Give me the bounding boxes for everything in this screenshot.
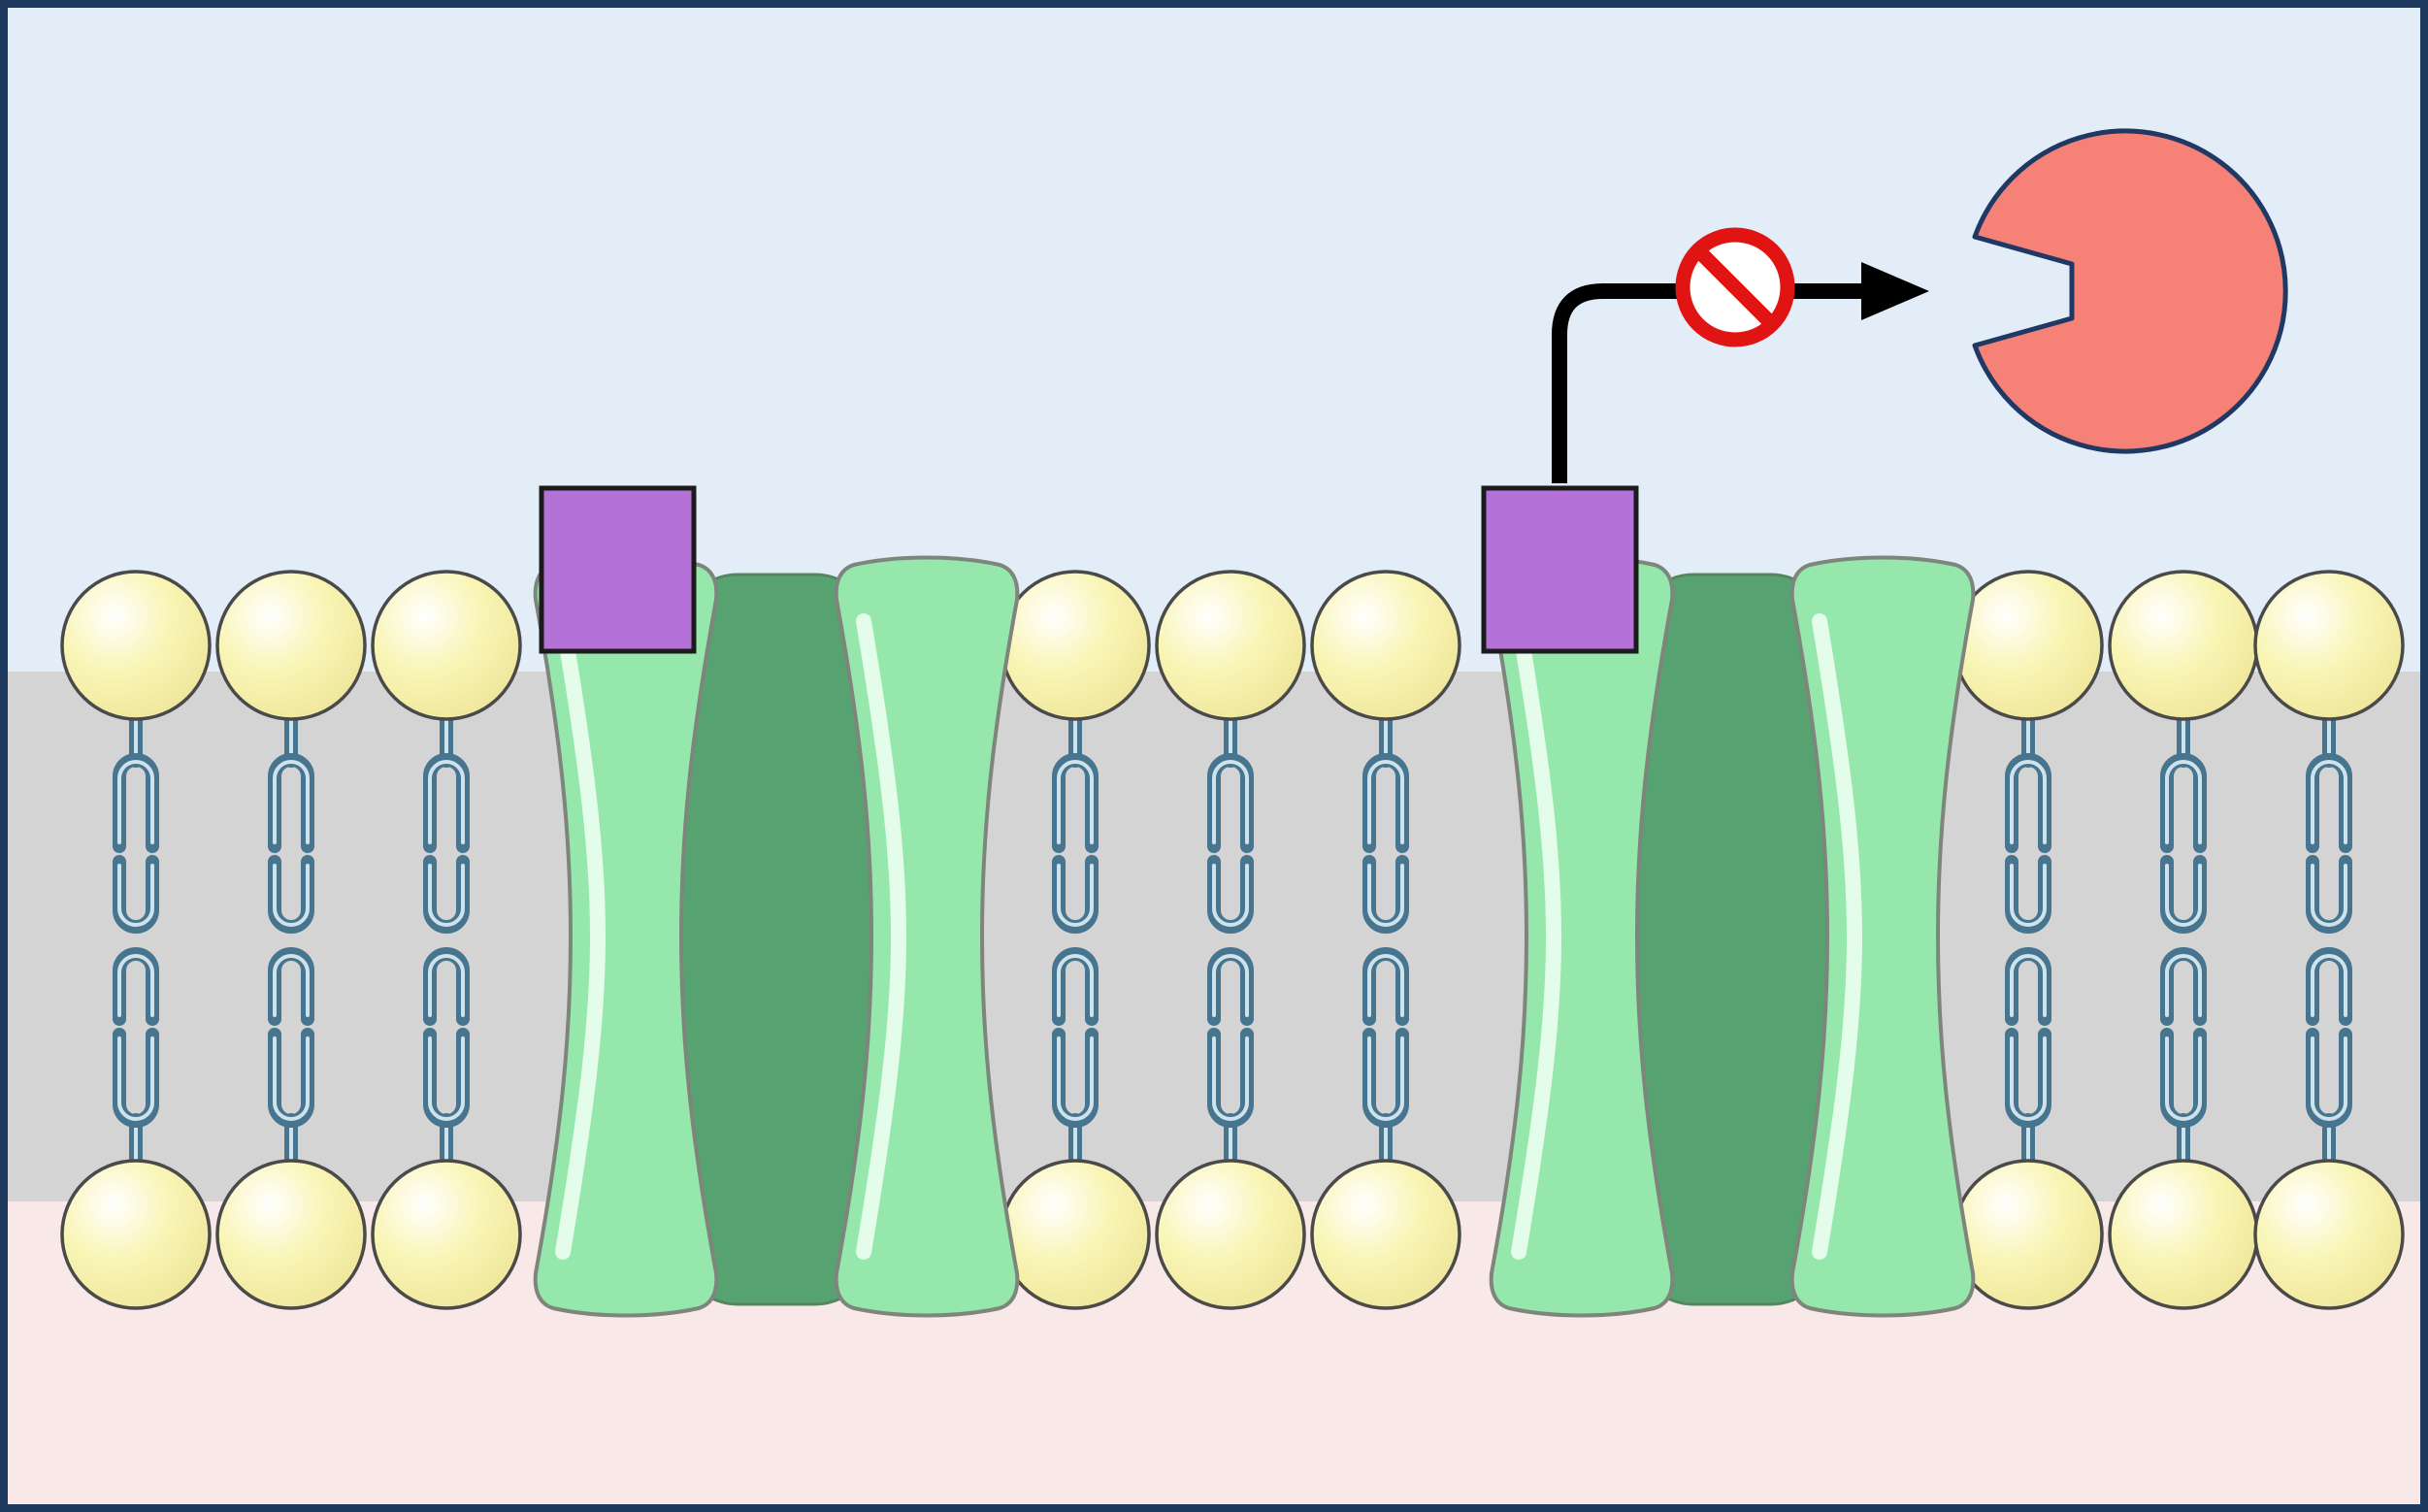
- channel-protein-left: [536, 558, 1018, 1316]
- receptor-pacman: [1972, 128, 2288, 454]
- arrow-shaft: [1552, 283, 1861, 483]
- prohibition-sign-icon: [1675, 227, 1795, 347]
- blocked-path-arrow: [1552, 262, 1929, 483]
- arrow-head: [1861, 262, 1929, 320]
- membrane-interior-band: [0, 672, 2428, 1201]
- ligand-square-right: [1481, 485, 1639, 654]
- channel-protein-right: [1492, 558, 1974, 1316]
- ligand-square-left: [539, 485, 697, 654]
